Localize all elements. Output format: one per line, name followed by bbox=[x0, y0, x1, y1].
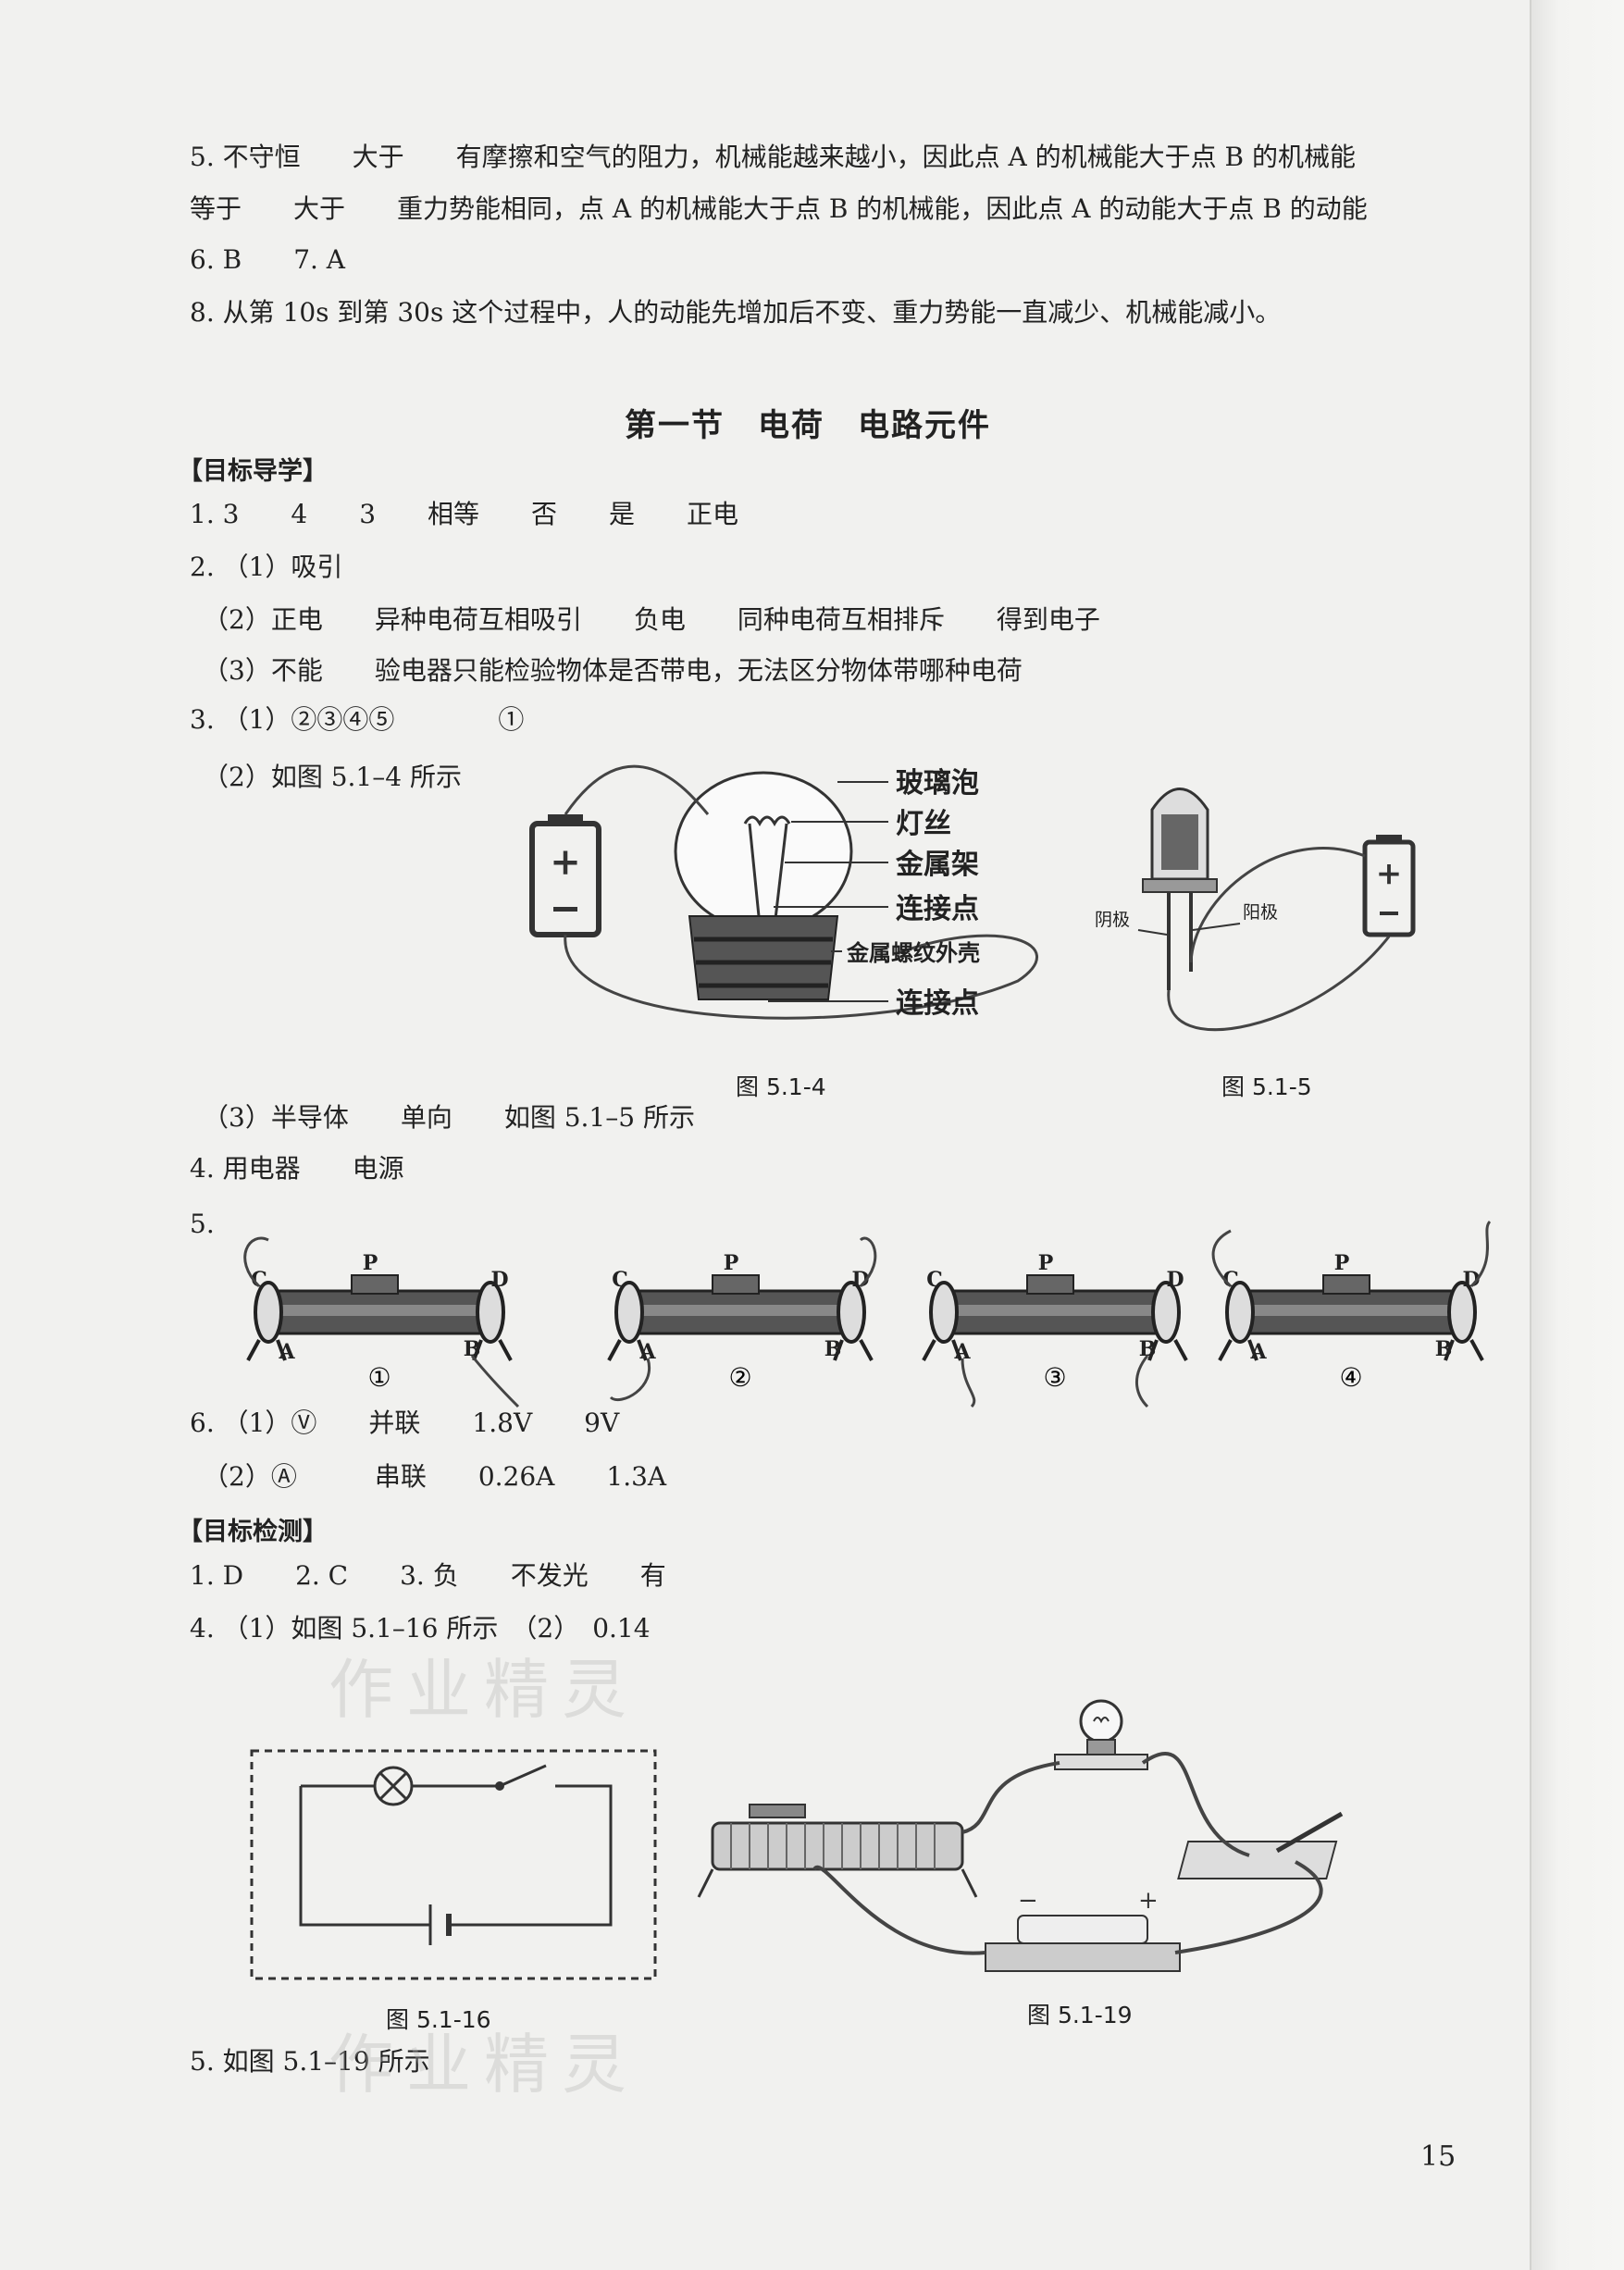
svg-text:+: + bbox=[1376, 855, 1403, 892]
test-title: 【目标检测】 bbox=[178, 1518, 328, 1546]
caption-fig-5-1-4: 图 5.1-4 bbox=[736, 1073, 826, 1100]
bulb-diagram: + 玻璃泡 灯丝 金属架 连接点 金属螺纹外壳 连接点 bbox=[529, 764, 1039, 1020]
rheostat-pin-label: D bbox=[490, 1268, 508, 1292]
guide-answer-1: 1. 3 4 3 相等 否 是 正电 bbox=[190, 499, 739, 529]
guide-answer-4: 4. 用电器 电源 bbox=[190, 1153, 404, 1184]
guide-answer-3-2: （2）如图 5.1–4 所示 bbox=[190, 762, 462, 792]
rheostat-pin-label: B bbox=[824, 1337, 842, 1361]
book-spine bbox=[1530, 0, 1624, 2270]
rheostat-diagram-3: C P D A B ③ bbox=[922, 1251, 1188, 1408]
test-answer-1-3: 1. D 2. C 3. 负 不发光 有 bbox=[190, 1560, 666, 1591]
switch-icon bbox=[1177, 1841, 1338, 1879]
test-answer-4: 4. （1）如图 5.1–16 所示 （2） 0.14 bbox=[190, 1613, 651, 1644]
rheostat-diagram-4: C P D A B ④ bbox=[1211, 1220, 1492, 1393]
watermark: 作业精灵 bbox=[329, 1652, 639, 1728]
caption-fig-5-1-19: 图 5.1-19 bbox=[1027, 2002, 1133, 2028]
answer-5-continued: 等于 大于 重力势能相同，点 A 的机械能大于点 B 的机械能，因此点 A 的动… bbox=[190, 193, 1368, 224]
rheostat-pin-label: P bbox=[363, 1251, 378, 1275]
answer-5: 5. 不守恒 大于 有摩擦和空气的阻力，机械能越来越小，因此点 A 的机械能大于… bbox=[190, 142, 1357, 172]
label-cathode: 阴极 bbox=[1095, 910, 1130, 930]
label-metal-frame: 金属架 bbox=[895, 849, 979, 881]
caption-fig-5-1-5: 图 5.1-5 bbox=[1221, 1073, 1312, 1100]
lamp-symbol-icon bbox=[373, 1766, 414, 1806]
label-glass-bulb: 玻璃泡 bbox=[896, 767, 979, 800]
guide-answer-2-2: （2）正电 异种电荷互相吸引 负电 同种电荷互相排斥 得到电子 bbox=[190, 604, 1100, 635]
page-number: 15 bbox=[1420, 2140, 1457, 2173]
rheostat-icon bbox=[711, 1821, 964, 1871]
rheostat-number: ④ bbox=[1339, 1362, 1362, 1393]
rheostat-number: ② bbox=[728, 1362, 751, 1393]
label-contact-point-2: 连接点 bbox=[896, 987, 979, 1020]
section-title: 第一节 电荷 电路元件 bbox=[625, 407, 991, 444]
answer-8: 8. 从第 10s 到第 30s 这个过程中，人的动能先增加后不变、重力势能一直… bbox=[190, 297, 1282, 328]
guide-answer-3-3: （3）半导体 单向 如图 5.1–5 所示 bbox=[190, 1102, 695, 1133]
guide-answer-3: 3. （1）②③④⑤ ① bbox=[190, 704, 525, 735]
rheostat-number: ① bbox=[367, 1362, 391, 1393]
led-diagram: + 阴极 阳极 bbox=[1095, 788, 1416, 1032]
caption-fig-5-1-16: 图 5.1-16 bbox=[386, 2006, 491, 2033]
rheostat-pin-label: D bbox=[1462, 1268, 1480, 1292]
rheostat-pin-label: A bbox=[1249, 1340, 1267, 1364]
rheostat-pin-label: P bbox=[1334, 1251, 1350, 1275]
rheostat-pin-label: A bbox=[638, 1340, 656, 1364]
label-filament: 灯丝 bbox=[896, 808, 951, 840]
label-screw-shell: 金属螺纹外壳 bbox=[846, 940, 980, 966]
battery-holder-icon bbox=[985, 1942, 1181, 1972]
watermark-2: 作业精灵 bbox=[329, 2027, 639, 2103]
svg-text:−: − bbox=[1018, 1887, 1038, 1915]
rheostat-pin-label: P bbox=[724, 1251, 739, 1275]
label-contact-point: 连接点 bbox=[896, 893, 979, 925]
rheostat-diagram-1: C P D A B ① bbox=[243, 1236, 520, 1408]
circuit-schematic bbox=[250, 1749, 657, 1980]
rheostat-pin-label: B bbox=[1139, 1337, 1157, 1361]
answer-6-7: 6. B 7. A bbox=[190, 244, 346, 275]
guide-answer-6-2: （2）Ⓐ 串联 0.26A 1.3A bbox=[190, 1461, 667, 1492]
rheostat-pin-label: P bbox=[1038, 1251, 1054, 1275]
rheostat-pin-label: C bbox=[251, 1268, 267, 1292]
guide-answer-2-3: （3）不能 验电器只能检验物体是否带电，无法区分物体带哪种电荷 bbox=[190, 655, 1023, 686]
switch-symbol-icon bbox=[499, 1764, 547, 1788]
guide-title: 【目标导学】 bbox=[178, 457, 328, 486]
rheostat-pin-label: C bbox=[926, 1268, 943, 1292]
rheostat-pin-label: C bbox=[1222, 1268, 1239, 1292]
test-answer-5: 5. 如图 5.1–19 所示 bbox=[190, 2046, 430, 2077]
real-circuit-diagram: − + bbox=[697, 1699, 1344, 1972]
rheostat-pin-label: C bbox=[612, 1268, 628, 1292]
rheostat-pin-label: D bbox=[1166, 1268, 1184, 1292]
svg-text:+: + bbox=[1138, 1887, 1159, 1915]
rheostat-pin-label: D bbox=[851, 1268, 869, 1292]
label-anode: 阳极 bbox=[1243, 902, 1278, 923]
rheostat-diagram-2: C P D A B ② bbox=[607, 1236, 877, 1402]
svg-text:+: + bbox=[550, 840, 581, 884]
rheostat-pin-label: B bbox=[1435, 1337, 1453, 1361]
guide-answer-6: 6. （1）Ⓥ 并联 1.8V 9V bbox=[190, 1408, 620, 1438]
rheostat-number: ③ bbox=[1043, 1362, 1066, 1393]
rheostat-pin-label: B bbox=[464, 1337, 481, 1361]
rheostat-pin-label: A bbox=[278, 1340, 295, 1364]
guide-answer-5: 5. bbox=[190, 1209, 215, 1239]
guide-answer-2: 2. （1）吸引 bbox=[190, 552, 343, 582]
rheostat-pin-label: A bbox=[953, 1340, 971, 1364]
